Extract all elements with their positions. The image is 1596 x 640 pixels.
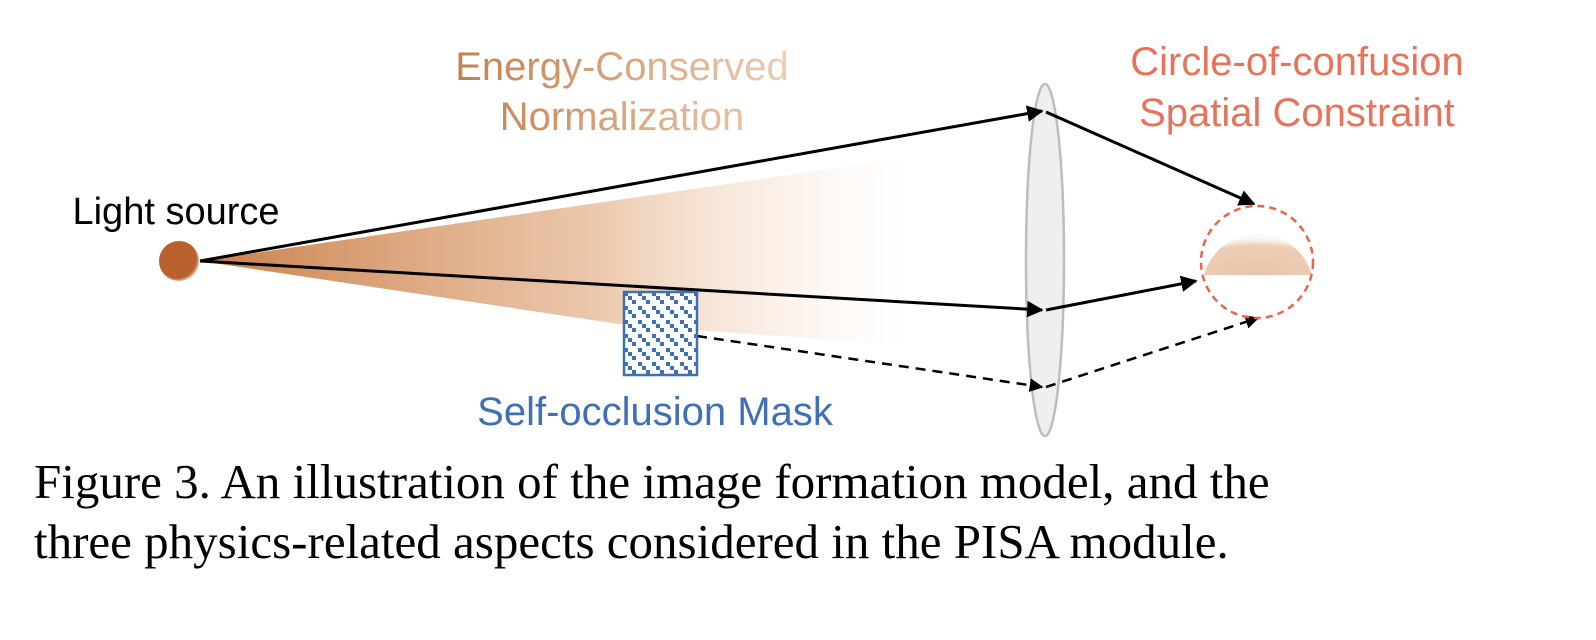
circle-of-confusion [1199,204,1315,320]
energy-label-line1: Energy-Conserved [455,45,789,89]
caption-line-1: Figure 3. An illustration of the image f… [34,454,1270,509]
light-beam-cone [200,158,905,345]
image-formation-diagram: Light source Energy-Conserved Normalizat… [72,40,1464,438]
coc-label-line1: Circle-of-confusion [1130,40,1463,84]
light-source-dot [159,241,199,281]
energy-label-line2: Normalization [500,95,745,139]
caption-line-2: three physics-related aspects considered… [34,514,1229,569]
ray-occluded-incident [696,334,1044,392]
ray-middle-refracted [1045,275,1198,312]
coc-label-line2: Spatial Constraint [1139,91,1455,135]
ray-top-refracted [1045,110,1256,206]
self-occlusion-mask-block [622,290,699,377]
light-source-label: Light source [72,191,279,233]
ray-occluded-refracted [1045,315,1260,389]
figure-caption: Figure 3. An illustration of the image f… [34,452,1564,572]
self-occlusion-mask-label: Self-occlusion Mask [477,390,834,434]
ray-middle-incident [199,259,1044,318]
lens [1024,82,1066,438]
ray-top-incident [199,105,1044,263]
circle-of-confusion-fill [1204,233,1312,275]
